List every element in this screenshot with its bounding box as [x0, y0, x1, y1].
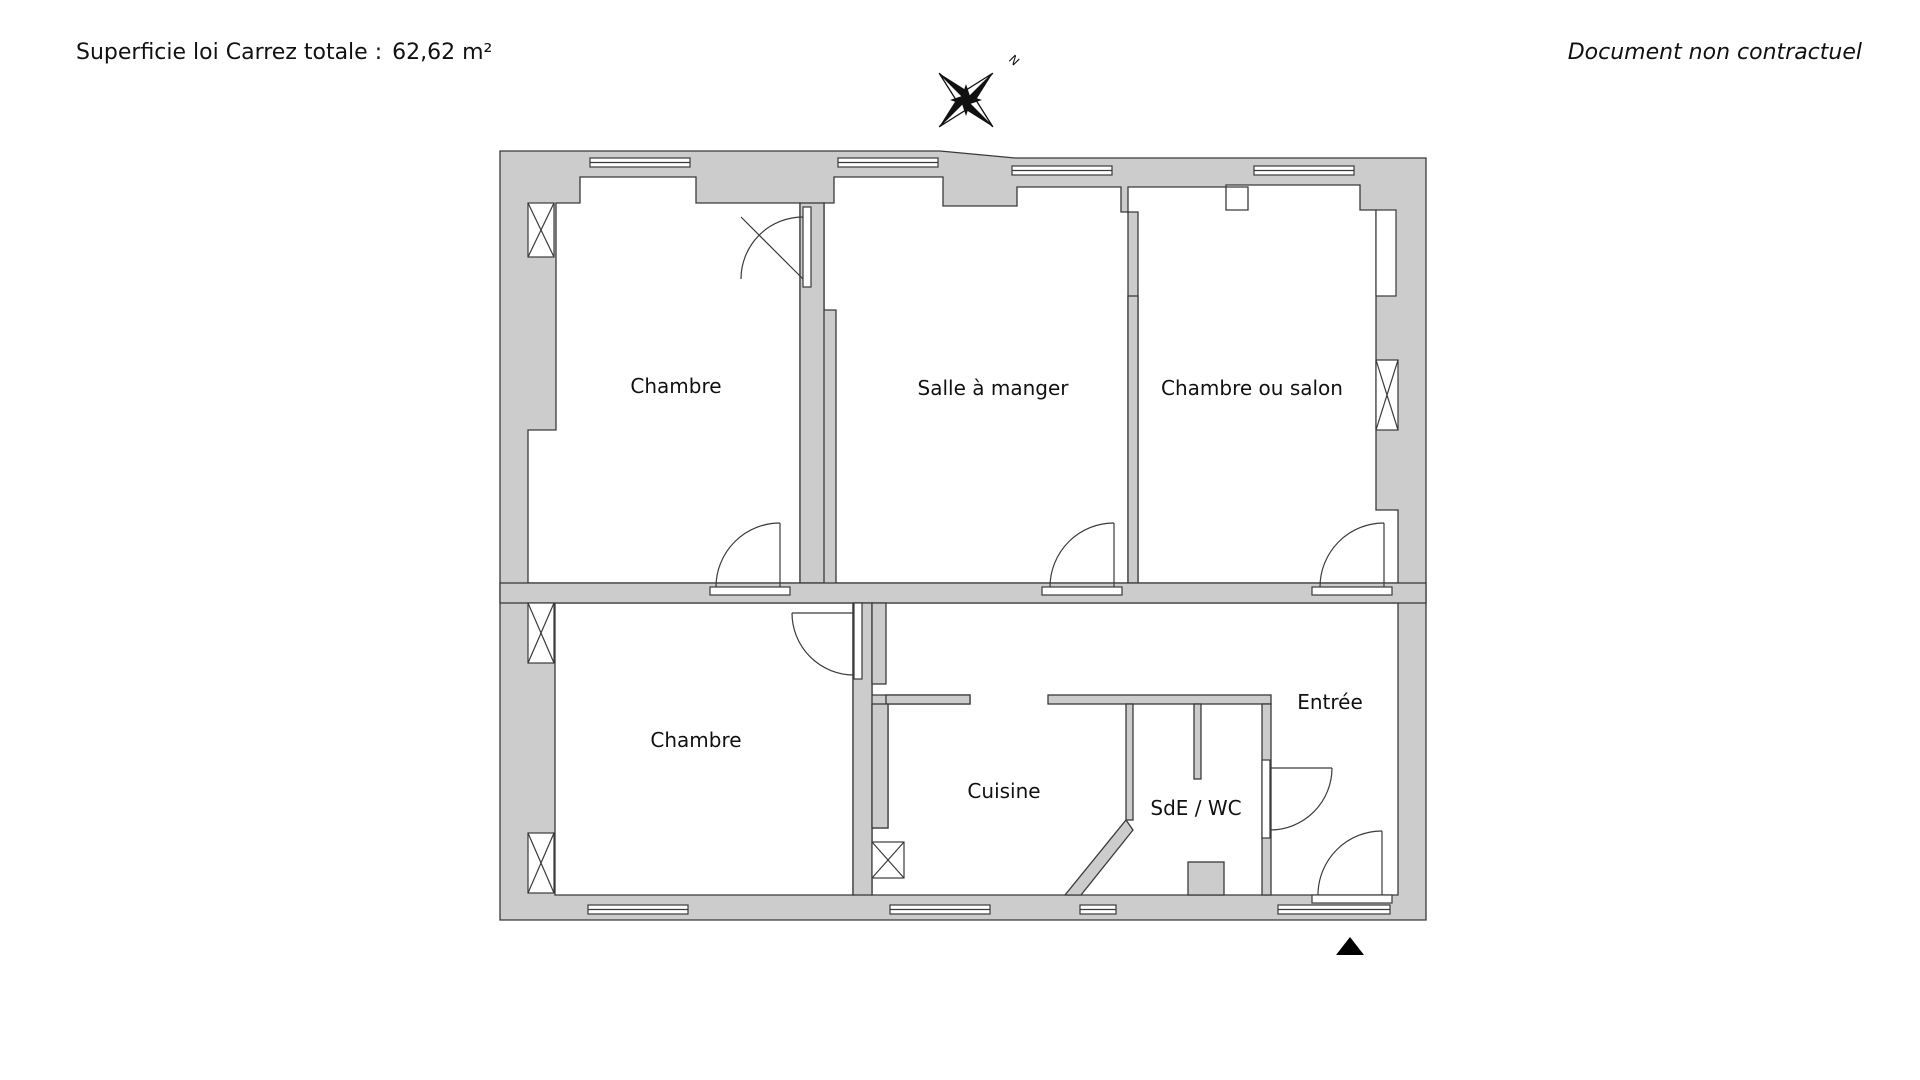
- room-label-entree: Entrée: [1297, 690, 1363, 714]
- room-label-chambre-2: Chambre: [650, 728, 741, 752]
- room-label-chambre-1: Chambre: [630, 374, 721, 398]
- area-summary: Superficie loi Carrez totale : 62,62 m²: [76, 40, 492, 65]
- door-chambre-1-bottom: [709, 522, 791, 596]
- window-chambre-salon-top: [1253, 165, 1355, 176]
- window-chambre-salon-right: [1375, 209, 1397, 297]
- windows: [587, 157, 1397, 915]
- shaft-chambre-2-bottom: [527, 832, 555, 894]
- disclaimer: Document non contractuel: [1567, 40, 1862, 65]
- compass-rose-icon: [938, 72, 994, 128]
- door-salle-bottom: [1041, 522, 1123, 596]
- shaft-chambre-salon: [1375, 359, 1399, 431]
- room-label-chambre-salon: Chambre ou salon: [1161, 376, 1343, 400]
- shaft-chambre-1: [527, 202, 555, 258]
- ventilation-shafts: [527, 202, 1399, 894]
- window-salle-top-2: [1011, 165, 1113, 176]
- room-label-sde-wc: SdE / WC: [1150, 796, 1241, 820]
- window-entree-bottom: [1277, 904, 1391, 915]
- door-chambre-salon-bottom: [1311, 522, 1393, 596]
- window-chambre-1-top: [589, 157, 691, 168]
- window-salle-top-1: [837, 157, 939, 168]
- door-chambre-2: [791, 602, 863, 680]
- compass-north-label: N: [1006, 52, 1022, 68]
- area-label: Superficie loi Carrez totale :: [76, 40, 383, 65]
- door-sde-wc: [1261, 759, 1333, 839]
- room-label-salle-a-manger: Salle à manger: [918, 376, 1070, 400]
- shaft-cuisine: [871, 841, 905, 879]
- shaft-chambre-2-top: [527, 602, 555, 664]
- window-chambre-2-bottom: [587, 904, 689, 915]
- room-label-cuisine: Cuisine: [967, 779, 1040, 803]
- entrance-arrow-icon: [1336, 937, 1364, 955]
- door-chambre-1-to-salle: [740, 206, 812, 288]
- door-entree-front: [1311, 830, 1393, 904]
- room-chambre-salon: [1127, 184, 1399, 584]
- window-sde-bottom: [1079, 904, 1117, 915]
- area-value: 62,62 m²: [392, 40, 493, 65]
- window-cuisine-bottom: [889, 904, 991, 915]
- room-cuisine-entree: [871, 602, 1399, 896]
- doors: [709, 206, 1393, 904]
